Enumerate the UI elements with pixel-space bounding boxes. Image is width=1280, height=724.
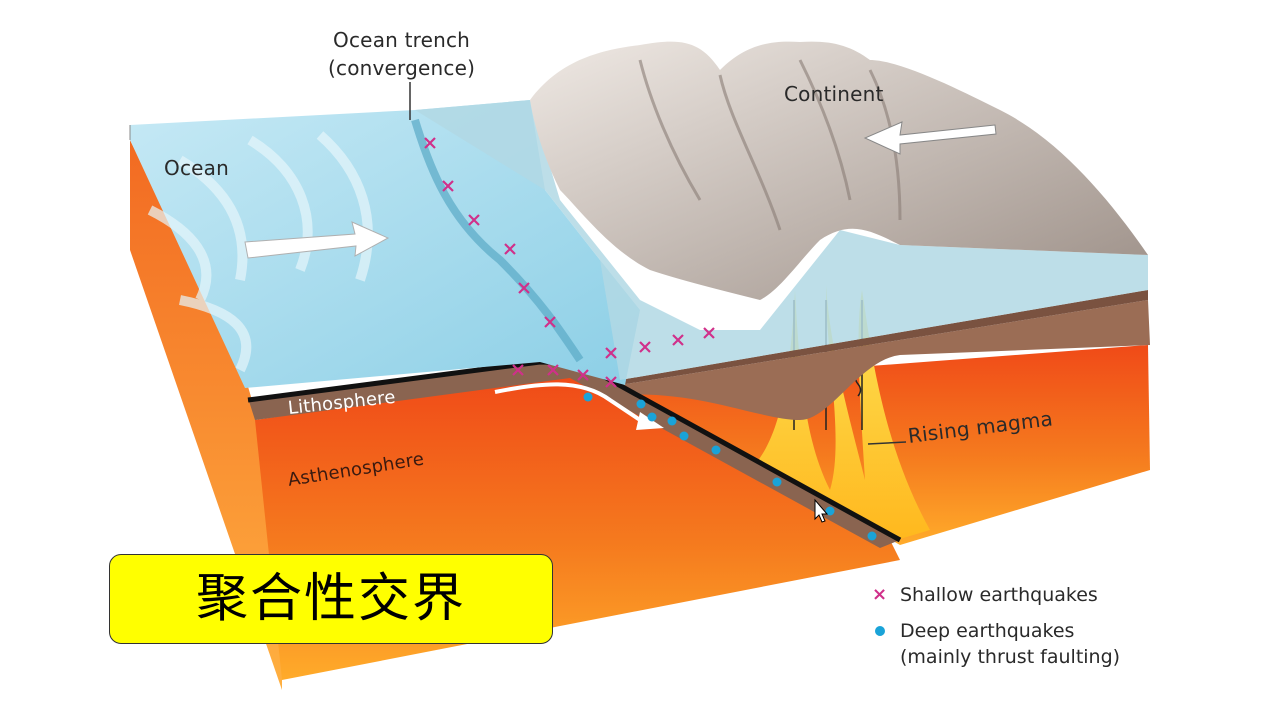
ocean-trench-label-line2: (convergence) bbox=[328, 56, 476, 80]
shallow-quake-legend-icon: × bbox=[872, 584, 888, 605]
legend-deep-text: Deep earthquakes (mainly thrust faulting… bbox=[900, 618, 1120, 670]
mouse-cursor-icon bbox=[814, 498, 829, 523]
legend-deep-line2: (mainly thrust faulting) bbox=[900, 646, 1121, 668]
arrow-right-icon bbox=[244, 221, 390, 259]
deep-quake-legend-icon bbox=[872, 618, 900, 644]
legend-deep-line1: Deep earthquakes bbox=[900, 620, 1075, 642]
ocean-surface bbox=[130, 100, 640, 388]
legend-row-shallow: × Shallow earthquakes bbox=[872, 582, 1120, 608]
arrow-left-icon bbox=[863, 121, 997, 155]
legend-shallow-text: Shallow earthquakes bbox=[900, 584, 1098, 606]
ocean-trench-label-line1: Ocean trench bbox=[333, 28, 471, 52]
legend: × Shallow earthquakes Deep earthquakes (… bbox=[872, 582, 1120, 680]
ocean-label: Ocean bbox=[164, 156, 229, 180]
continent-label: Continent bbox=[784, 82, 884, 106]
continental-lithosphere bbox=[620, 300, 1150, 420]
legend-row-deep: Deep earthquakes (mainly thrust faulting… bbox=[872, 618, 1120, 670]
title-text: 聚合性交界 bbox=[195, 569, 466, 629]
deep-quake-dot-icon bbox=[583, 392, 877, 541]
continent-mountains bbox=[530, 41, 1148, 300]
continental-shelf-water bbox=[415, 100, 1148, 380]
shallow-quake-x-icon bbox=[424, 137, 715, 388]
ocean-waves bbox=[147, 131, 373, 373]
subduction-arrow-icon bbox=[494, 382, 642, 422]
block-left-face bbox=[130, 140, 282, 690]
title-banner: 聚合性交界 bbox=[109, 554, 553, 644]
ocean-trench-label: Ocean trench (convergence) bbox=[328, 26, 475, 82]
